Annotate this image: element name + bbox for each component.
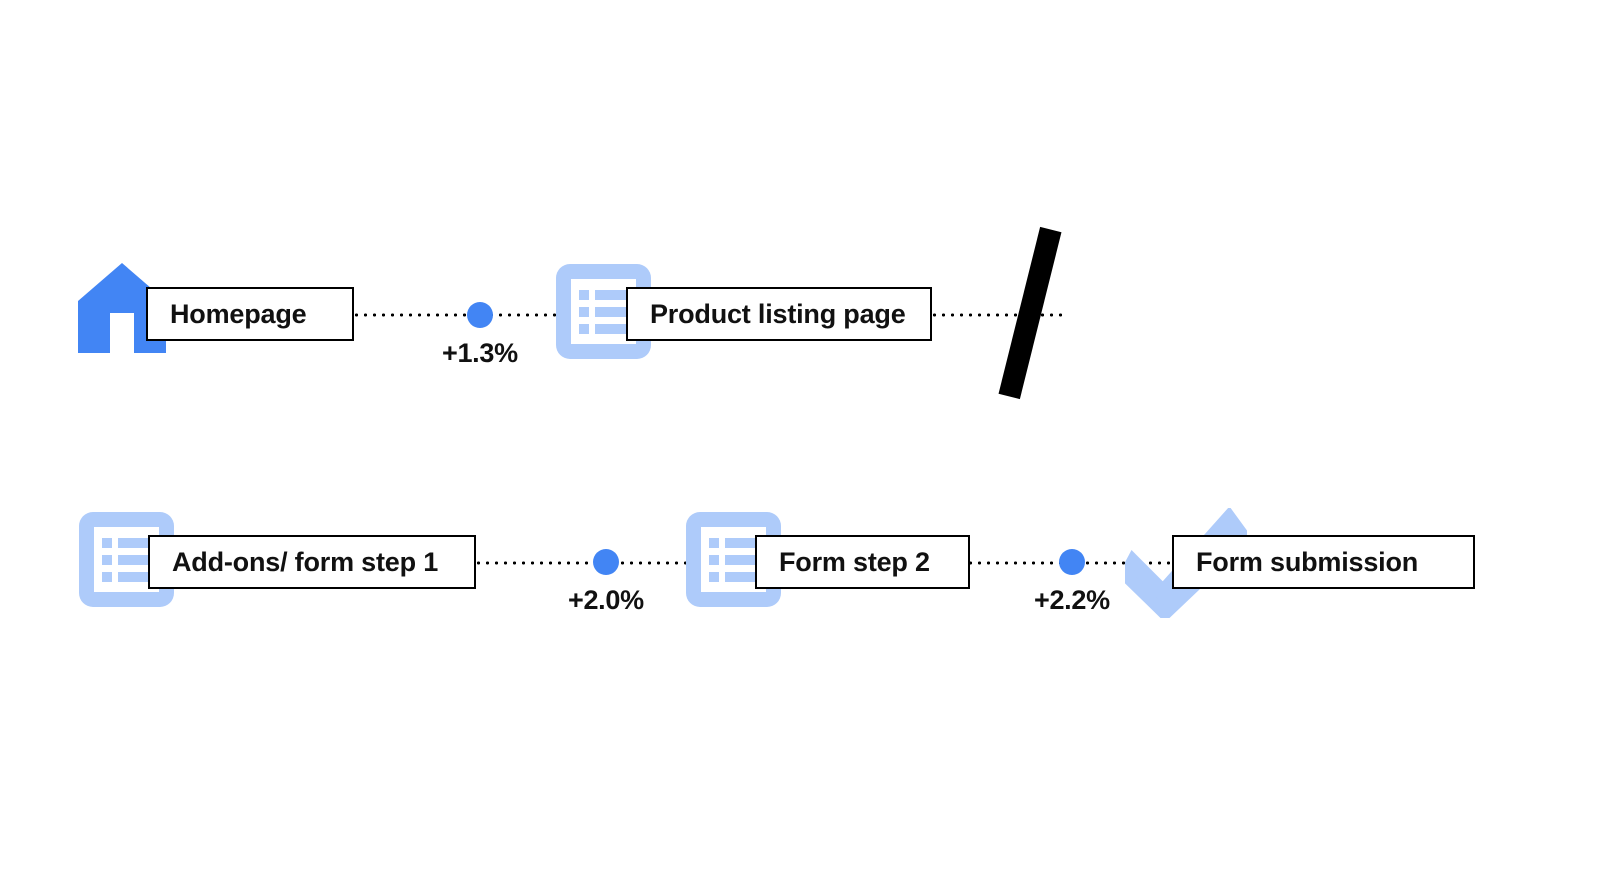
home-icon	[78, 263, 166, 353]
metric-form-step-2-to-submission: +2.2%	[1034, 549, 1110, 614]
metric-value-2-0: +2.0%	[568, 585, 644, 615]
metric-dot-icon	[592, 549, 619, 575]
step-label-product-listing-page: Product listing page	[650, 298, 906, 329]
step-box-homepage[interactable]: Homepage	[146, 287, 354, 341]
step-label-add-ons-form-step-1: Add-ons/ form step 1	[172, 546, 439, 577]
metric-value-1-3: +1.3%	[442, 338, 518, 368]
step-label-homepage: Homepage	[170, 298, 307, 329]
metric-value-2-2: +2.2%	[1034, 585, 1110, 615]
metric-homepage-to-product-listing: +1.3%	[442, 302, 518, 367]
connector-homepage-to-product-listing	[352, 313, 637, 317]
metric-dot-icon	[466, 302, 493, 328]
step-label-form-step-2: Form step 2	[779, 546, 930, 577]
step-box-form-submission[interactable]: Form submission	[1172, 535, 1475, 589]
step-box-form-step-2[interactable]: Form step 2	[755, 535, 970, 589]
step-label-form-submission: Form submission	[1196, 546, 1419, 577]
step-box-product-listing-page[interactable]: Product listing page	[626, 287, 932, 341]
connector-form-step-2-to-submission	[966, 561, 1206, 565]
step-box-add-ons-form-step-1[interactable]: Add-ons/ form step 1	[148, 535, 476, 589]
connector-addons-to-form-step-2	[474, 561, 764, 565]
metric-dot-icon	[1058, 549, 1085, 575]
metric-addons-to-form-step-2: +2.0%	[568, 549, 644, 614]
connector-product-listing-to-slash	[930, 313, 1065, 317]
